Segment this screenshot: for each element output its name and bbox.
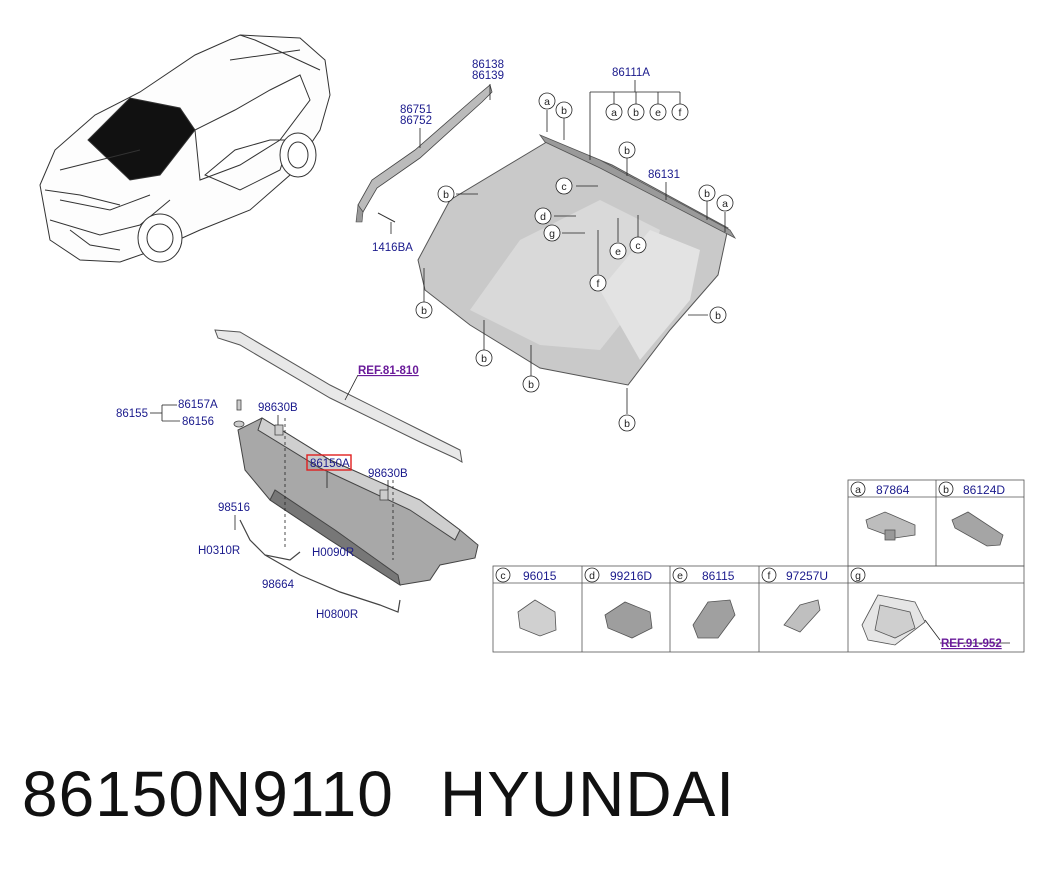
molding-86751 bbox=[355, 84, 493, 223]
svg-text:c: c bbox=[500, 570, 505, 582]
label-86111a: 86111A bbox=[612, 67, 650, 79]
ref-81-810[interactable]: REF.81-810 bbox=[358, 365, 419, 377]
label-86155: 86155 bbox=[116, 408, 148, 420]
cowl-panel bbox=[237, 417, 479, 587]
legend-part-e: 86115 bbox=[702, 569, 735, 583]
svg-text:b: b bbox=[561, 105, 567, 117]
part-number: 86150N9110 bbox=[22, 758, 394, 830]
label-98516: 98516 bbox=[218, 502, 250, 514]
svg-text:b: b bbox=[943, 484, 949, 496]
legend-text: a 87864 b 86124D c 96015 d 99216D e 8611… bbox=[500, 483, 1005, 650]
label-1416ba: 1416BA bbox=[372, 242, 413, 254]
legend-part-a: 87864 bbox=[876, 483, 910, 497]
diagram-svg: a b a b e f b c b d g e c b a b f b b b … bbox=[39, 34, 1025, 653]
washer-hose bbox=[239, 519, 401, 613]
svg-text:g: g bbox=[855, 570, 861, 582]
legend-part-f: 97257U bbox=[786, 569, 828, 583]
small-parts bbox=[233, 399, 389, 501]
legend-keys bbox=[495, 481, 954, 583]
svg-text:f: f bbox=[679, 107, 682, 119]
svg-text:b: b bbox=[624, 145, 630, 157]
svg-text:b: b bbox=[443, 189, 449, 201]
svg-text:e: e bbox=[655, 107, 661, 119]
label-98630b-2: 98630B bbox=[368, 468, 408, 480]
svg-text:b: b bbox=[715, 310, 721, 322]
svg-text:a: a bbox=[722, 198, 728, 210]
callout-arrows bbox=[423, 110, 726, 414]
leader-lines bbox=[150, 80, 1010, 644]
legend-table bbox=[492, 479, 1025, 653]
label-h0800r: H0800R bbox=[316, 609, 358, 621]
legend-part-c: 96015 bbox=[523, 569, 557, 583]
svg-text:b: b bbox=[421, 305, 427, 317]
brand-name: HYUNDAI bbox=[440, 758, 736, 830]
part-labels: 86138 86139 86751 86752 1416BA 86111A 86… bbox=[116, 59, 680, 621]
svg-text:b: b bbox=[481, 353, 487, 365]
label-86157a: 86157A bbox=[178, 399, 218, 411]
svg-text:c: c bbox=[561, 181, 566, 193]
label-86139: 86139 bbox=[472, 70, 504, 82]
callout-circles bbox=[415, 92, 734, 432]
svg-text:e: e bbox=[615, 246, 621, 258]
legend-part-d: 99216D bbox=[610, 569, 652, 583]
label-h0310r: H0310R bbox=[198, 545, 240, 557]
label-98630b-1: 98630B bbox=[258, 402, 298, 414]
label-98664: 98664 bbox=[262, 579, 295, 591]
callout-letters: a b a b e f b c b d g e c b a b f b b b … bbox=[421, 96, 728, 430]
molding-86131 bbox=[538, 134, 737, 240]
svg-text:f: f bbox=[768, 570, 771, 582]
label-h0090r: H0090R bbox=[312, 547, 354, 559]
svg-text:a: a bbox=[855, 484, 861, 496]
svg-text:f: f bbox=[597, 278, 600, 290]
svg-text:c: c bbox=[635, 240, 640, 252]
svg-text:b: b bbox=[704, 188, 710, 200]
label-86752: 86752 bbox=[400, 115, 432, 127]
svg-text:b: b bbox=[528, 379, 534, 391]
cowl-seal bbox=[214, 329, 463, 463]
label-86156: 86156 bbox=[182, 416, 214, 428]
svg-text:d: d bbox=[540, 211, 546, 223]
car-illustration bbox=[39, 34, 331, 263]
svg-text:a: a bbox=[544, 96, 550, 108]
svg-text:a: a bbox=[611, 107, 617, 119]
legend-illustrations bbox=[517, 511, 1004, 646]
footer bbox=[0, 730, 1063, 872]
svg-text:e: e bbox=[677, 570, 683, 582]
highlight-box bbox=[306, 454, 352, 471]
label-86150a: 86150A bbox=[310, 458, 350, 470]
svg-text:b: b bbox=[633, 107, 639, 119]
legend-part-b: 86124D bbox=[963, 483, 1005, 497]
svg-text:d: d bbox=[589, 570, 595, 582]
svg-text:g: g bbox=[549, 228, 555, 240]
windshield-glass bbox=[417, 134, 737, 386]
label-86131: 86131 bbox=[648, 169, 680, 181]
svg-text:b: b bbox=[624, 418, 630, 430]
ref-91-952[interactable]: REF.91-952 bbox=[941, 638, 1002, 650]
label-86138: 86138 bbox=[472, 59, 504, 71]
parts-diagram: a b a b e f b c b d g e c b a b f b b b … bbox=[39, 34, 1025, 653]
label-86751: 86751 bbox=[400, 104, 432, 116]
